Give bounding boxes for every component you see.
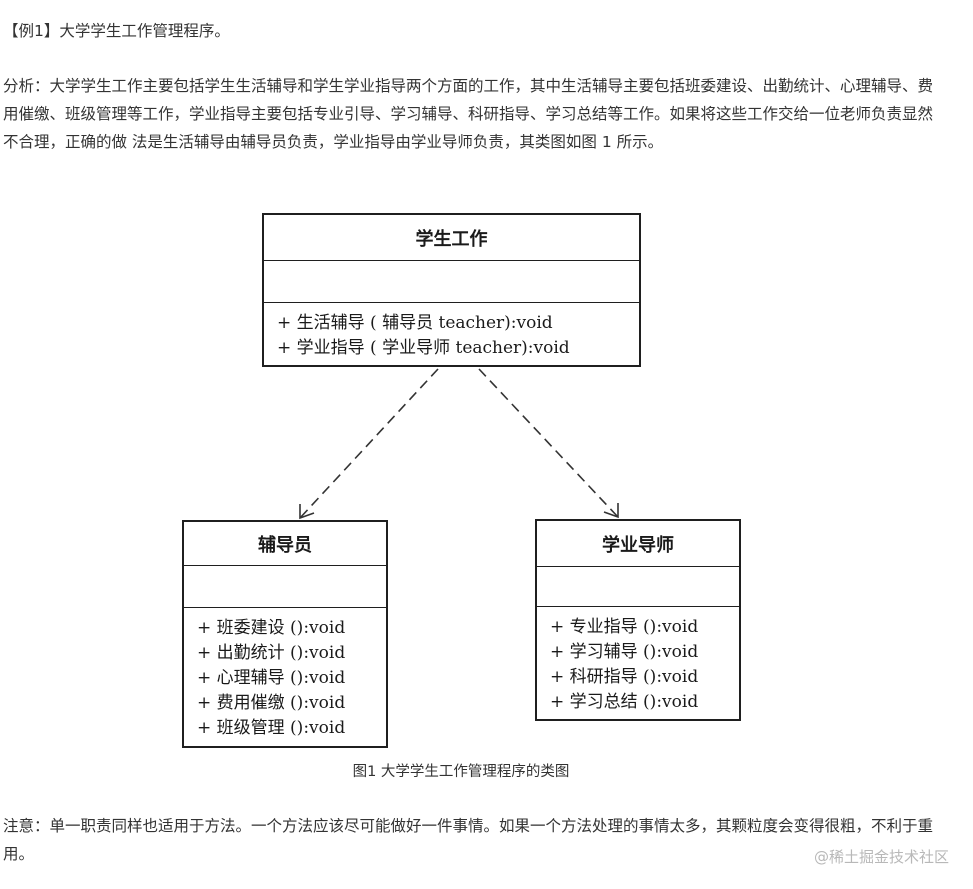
class-methods-student-work: + 生活辅导 ( 辅导员 teacher):void + 学业指导 ( 学业导师… xyxy=(264,303,639,361)
arrowhead-tutor xyxy=(603,503,619,519)
watermark: @稀土掘金技术社区 xyxy=(813,848,949,866)
method-life-counseling: + 生活辅导 ( 辅导员 teacher):void xyxy=(277,313,553,333)
class-methods-academic-tutor: + 专业指导 ():void + 学习辅导 ():void + 科研指导 ():… xyxy=(537,607,739,715)
method-class-committee: + 班委建设 ():void xyxy=(197,618,346,638)
class-box-academic-tutor: 学业导师 + 专业指导 ():void + 学习辅导 ():void + 科研指… xyxy=(535,519,741,721)
method-study-tutoring: + 学习辅导 ():void xyxy=(550,642,699,662)
method-attendance: + 出勤统计 ():void xyxy=(197,643,346,663)
method-academic-guidance: + 学业指导 ( 学业导师 teacher):void xyxy=(277,338,570,358)
note-paragraph: 注意：单一职责同样也适用于方法。一个方法应该尽可能做好一件事情。如果一个方法处理… xyxy=(3,817,934,863)
class-methods-counselor: + 班委建设 ():void + 出勤统计 ():void + 心理辅导 ():… xyxy=(184,608,386,741)
method-fee-collection: + 费用催缴 ():void xyxy=(197,693,346,713)
class-box-student-work: 学生工作 + 生活辅导 ( 辅导员 teacher):void + 学业指导 (… xyxy=(262,213,641,367)
method-psychological-counseling: + 心理辅导 ():void xyxy=(197,668,346,688)
arrowhead-counselor xyxy=(299,504,315,520)
class-name-counselor: 辅导员 xyxy=(184,522,386,566)
figure-caption: 图1 大学学生工作管理程序的类图 xyxy=(352,764,570,780)
class-attributes-academic-tutor xyxy=(537,567,739,607)
dependency-line-to-counselor xyxy=(299,368,439,519)
analysis-paragraph: 分析：大学学生工作主要包括学生生活辅导和学生学业指导两个方面的工作，其中生活辅导… xyxy=(3,77,934,151)
class-name-student-work: 学生工作 xyxy=(264,215,639,261)
dependency-line-to-tutor xyxy=(478,368,619,518)
example-title: 【例1】大学学生工作管理程序。 xyxy=(3,22,230,40)
class-box-counselor: 辅导员 + 班委建设 ():void + 出勤统计 ():void + 心理辅导… xyxy=(182,520,388,748)
method-research-guidance: + 科研指导 ():void xyxy=(550,667,699,687)
class-attributes-counselor xyxy=(184,566,386,608)
class-name-academic-tutor: 学业导师 xyxy=(537,521,739,567)
method-class-management: + 班级管理 ():void xyxy=(197,718,346,738)
class-attributes-student-work xyxy=(264,261,639,303)
method-major-guidance: + 专业指导 ():void xyxy=(550,617,699,637)
method-study-summary: + 学习总结 ():void xyxy=(550,692,699,712)
